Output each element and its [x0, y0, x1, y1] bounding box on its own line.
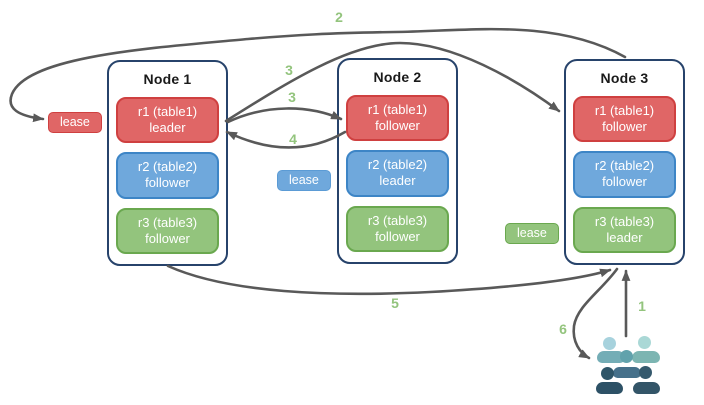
step-label-5: 5: [391, 295, 399, 311]
node-3-replica-r3: r3 (table3) leader: [573, 206, 676, 253]
node-1-replica-r3: r3 (table3) follower: [116, 207, 219, 254]
person-head: [638, 336, 651, 349]
replica-name: r2 (table2): [367, 157, 428, 173]
arrow-3-node1-to-node2: [226, 107, 343, 124]
person-body: [632, 351, 660, 363]
person-head: [601, 367, 614, 380]
node-3-replica-r2: r2 (table2) follower: [573, 151, 676, 198]
replica-role: leader: [606, 229, 643, 245]
replica-role: follower: [145, 230, 190, 246]
person-head: [639, 366, 652, 379]
replica-name: r2 (table2): [137, 159, 198, 175]
step-label-6: 6: [559, 321, 567, 337]
node-3-replica-r1: r1 (table1) follower: [573, 96, 676, 143]
node-2-replica-r3: r3 (table3) follower: [346, 205, 449, 252]
person-head: [603, 337, 616, 350]
step-label-2: 2: [335, 9, 343, 25]
lease-badge-green: lease: [505, 223, 559, 244]
node-2-title: Node 2: [373, 69, 422, 85]
replica-role: follower: [602, 119, 647, 135]
replica-role: follower: [145, 175, 190, 191]
lease-badge-red: lease: [48, 112, 102, 133]
replica-name: r1 (table1): [594, 102, 655, 118]
node-1-title: Node 1: [143, 71, 192, 87]
node-2-replica-r2: r2 (table2) leader: [346, 150, 449, 197]
node-1-replica-r1: r1 (table1) leader: [116, 97, 219, 144]
replica-name: r1 (table1): [137, 103, 198, 119]
replica-role: leader: [379, 173, 416, 189]
arrow-2-node3-to-lease1: [9, 27, 627, 123]
node-1: Node 1 r1 (table1) leader r2 (table2) fo…: [107, 60, 228, 266]
replica-role: leader: [149, 120, 186, 136]
node-2-replica-r1: r1 (table1) follower: [346, 95, 449, 142]
step-label-3a: 3: [285, 62, 293, 78]
replica-name: r1 (table1): [367, 101, 428, 117]
node-2: Node 2 r1 (table1) follower r2 (table2) …: [337, 58, 458, 264]
person-body: [633, 382, 660, 394]
step-label-3b: 3: [288, 89, 296, 105]
step-label-1: 1: [638, 298, 646, 314]
person-head: [620, 350, 633, 363]
replica-role: follower: [602, 174, 647, 190]
replica-name: r3 (table3): [594, 213, 655, 229]
users-group-icon: [595, 335, 661, 395]
step-label-4: 4: [289, 131, 297, 147]
replica-name: r3 (table3): [137, 214, 198, 230]
replica-role: follower: [375, 118, 420, 134]
replica-name: r2 (table2): [594, 158, 655, 174]
arrow-5-node1-to-node3: [166, 264, 612, 296]
person-body: [613, 367, 641, 378]
node-3-title: Node 3: [600, 70, 649, 86]
replica-role: follower: [375, 228, 420, 244]
node-1-replica-r2: r2 (table2) follower: [116, 152, 219, 199]
person-body: [596, 382, 623, 394]
replica-name: r3 (table3): [367, 212, 428, 228]
lease-badge-blue: lease: [277, 170, 331, 191]
node-3: Node 3 r1 (table1) follower r2 (table2) …: [564, 59, 685, 265]
